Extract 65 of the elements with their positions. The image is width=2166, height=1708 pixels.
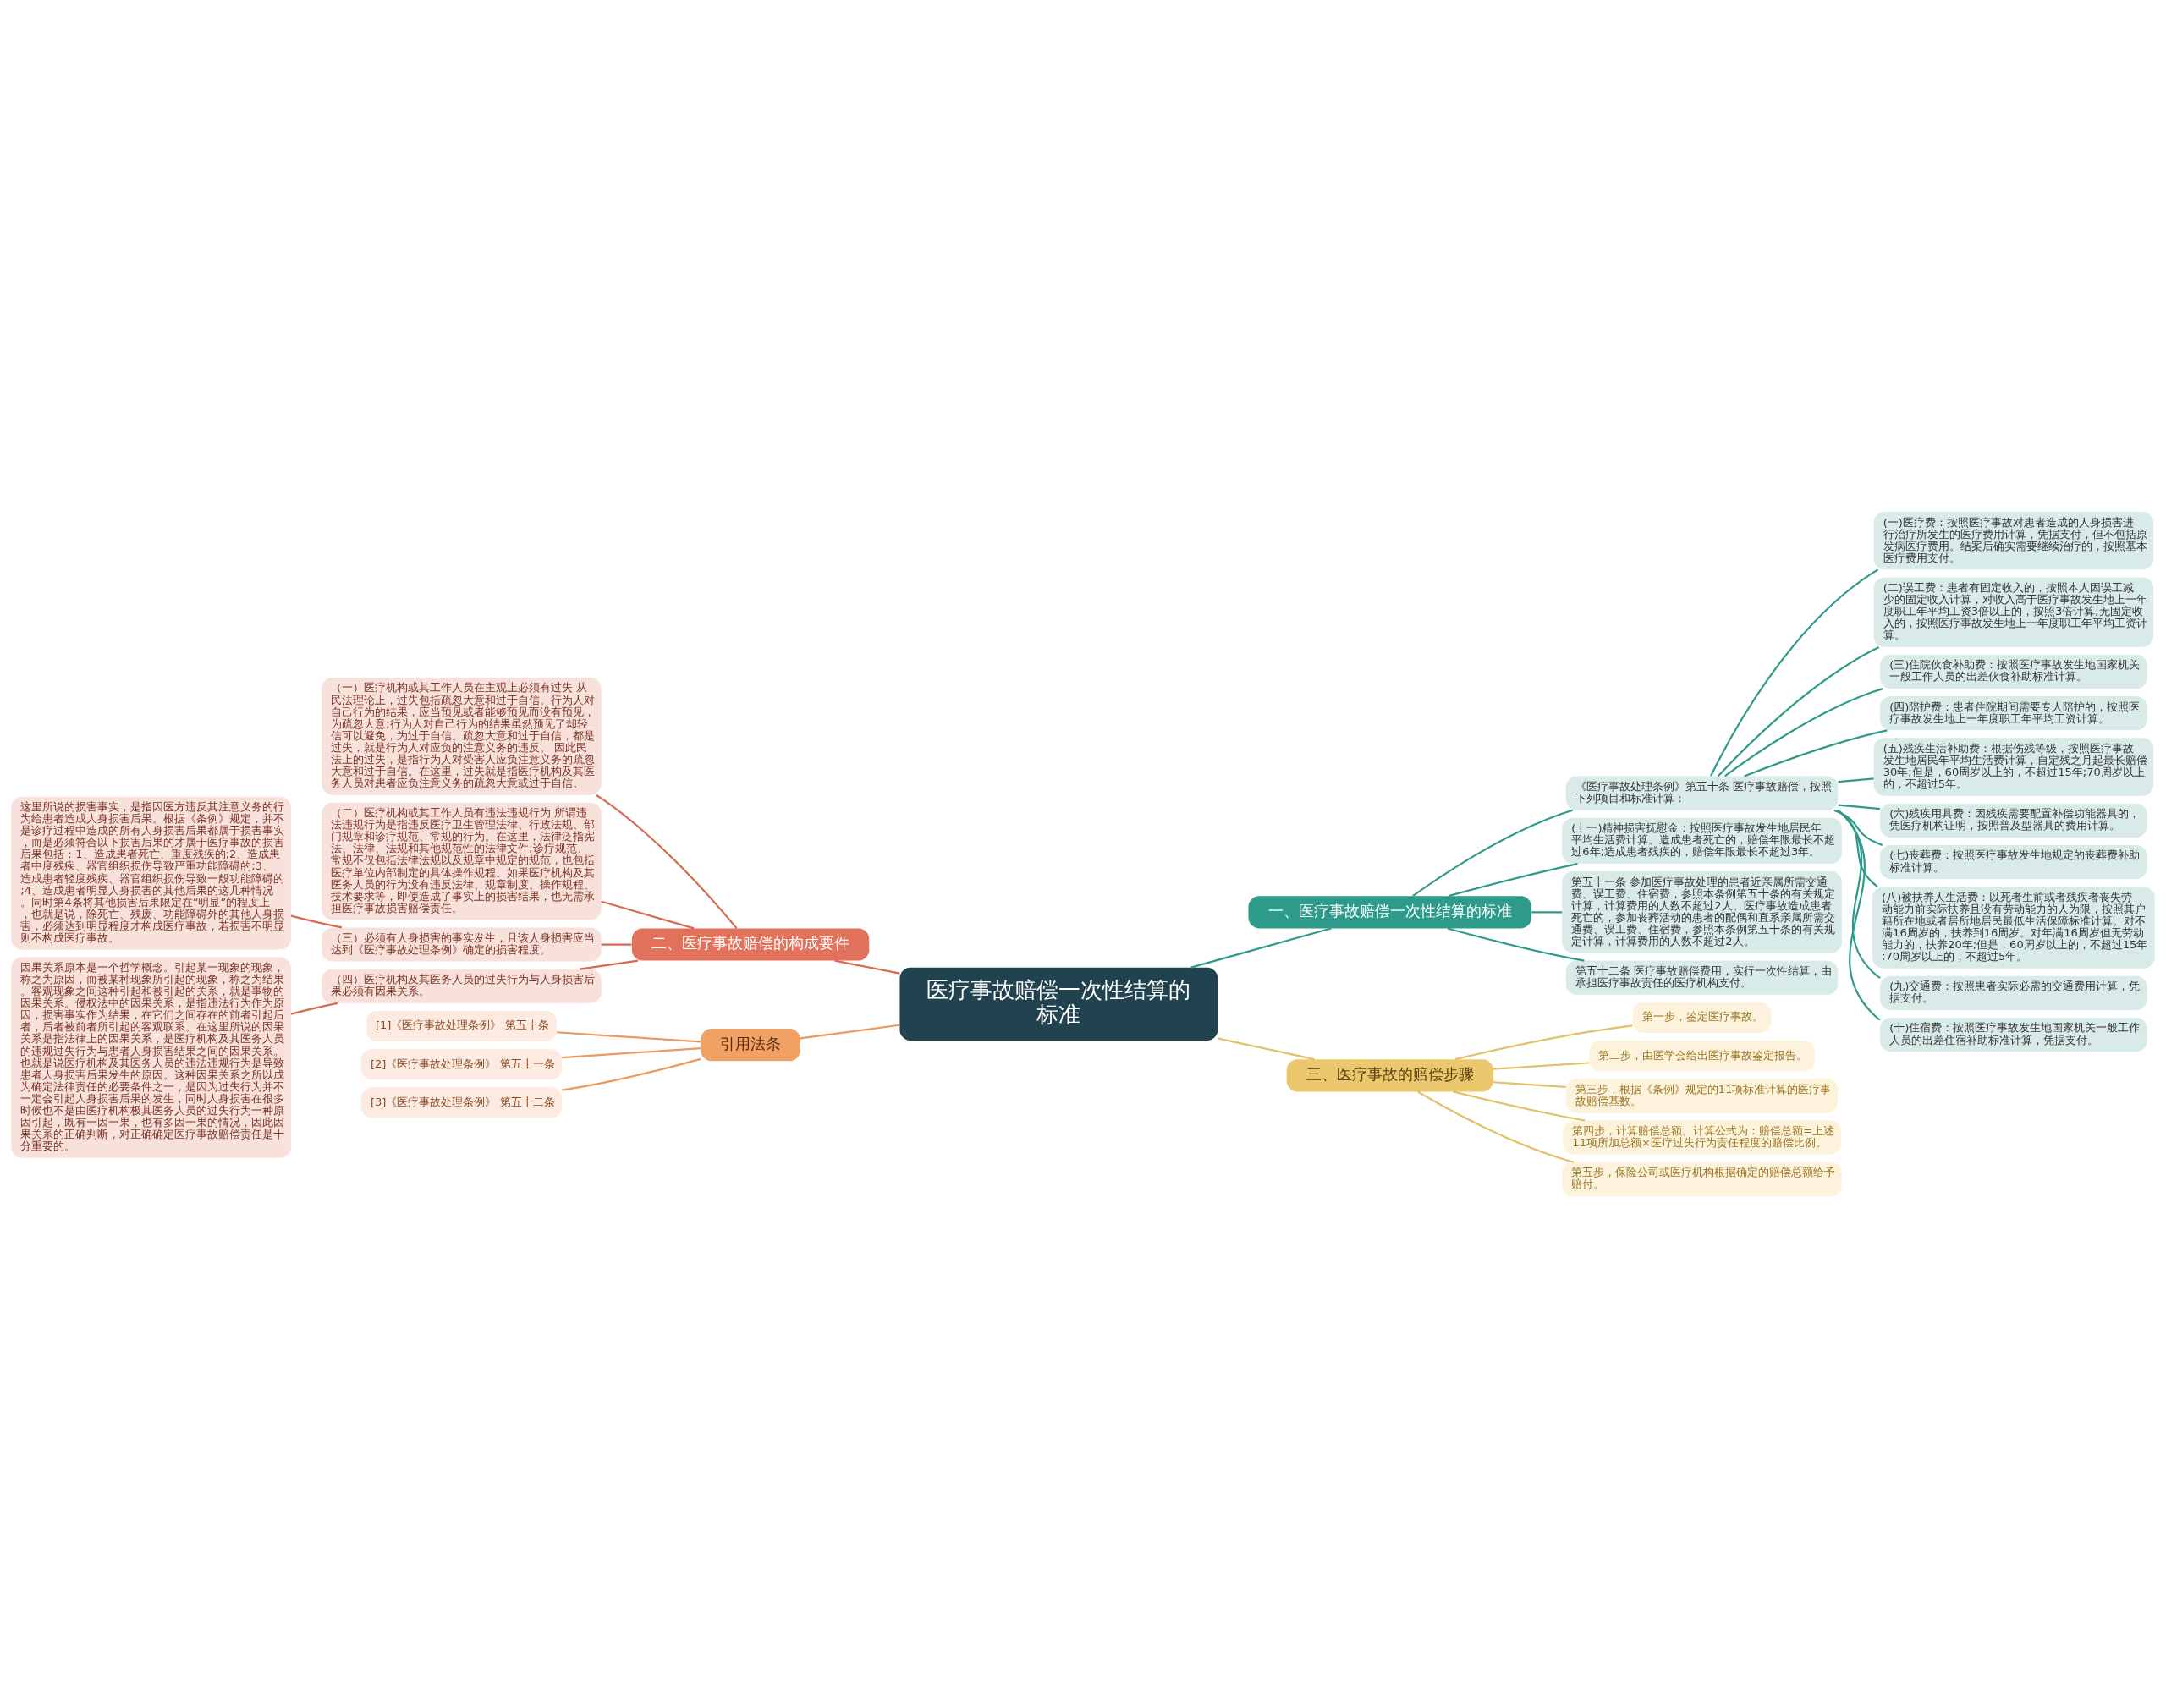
node-box: (九)交通费：按照患者实际必需的交通费用计算，凭据支付。 [1880,975,2147,1010]
connector [834,959,900,975]
node-box: 第一步，鉴定医疗事故。 [1632,1002,1772,1034]
node-box: 引用法条 [701,1029,800,1062]
connector [1448,863,1578,898]
connector [562,1057,701,1091]
connector [1724,688,1883,777]
connector [1454,1024,1633,1061]
node-box: 一、医疗事故赔偿一次性结算的标准 [1248,896,1532,929]
node-box: (八)被扶养人生活费：以死者生前或者残疾者丧失劳动能力前实际扶养且没有劳动能力的人为限，按照其户籍所在地或者居所地居民最低生活保障标准计算。对不满16周岁的，扶养到16周岁。对年满16周岁但无劳动能力的，扶养20年;但是，60周岁以上的，不超过15年;70周岁以上的，不超过5年。 [1872,887,2155,969]
connector [562,1046,701,1059]
node-box: (十一)精神损害抚慰金：按照医疗事故发生地居民年平均生活费计算。造成患者死亡的，赔偿年限最长不超过6年;造成患者残疾的，赔偿年限最长不超过3年。 [1562,817,1842,865]
node-box: 第三步，根据《条例》规定的11项标准计算的医疗事故赔偿基数。 [1565,1079,1839,1113]
node-box: 二、医疗事故赔偿的构成要件 [631,928,870,961]
connector [1531,911,1563,914]
connector [1838,777,1874,783]
connector [1493,1081,1566,1088]
connector [601,900,695,930]
node-box: (三)住院伙食补助费：按照医疗事故发生地国家机关一般工作人员的出差伙食补助标准计算。 [1880,654,2147,689]
connector [1710,568,1879,777]
connector [1190,927,1332,969]
node-box: (十)住宿费：按照医疗事故发生地国家机关一般工作人员的出差住宿补助标准计算，凭据支付。 [1880,1017,2147,1052]
node-box: 第二步，由医学会给出医疗事故鉴定报告。 [1589,1041,1815,1072]
connector [800,1024,900,1040]
connector [290,914,343,929]
node-box: (七)丧葬费：按照医疗事故发生地规定的丧葬费补助标准计算。 [1880,844,2147,880]
connector [1837,809,1881,1021]
connector [601,943,632,946]
connector [1838,804,1881,810]
node-box: 第五十二条 医疗事故赔偿费用，实行一次性结算，由承担医疗事故责任的医疗机构支付。 [1565,960,1839,995]
node-box: 第五步，保险公司或医疗机构根据确定的赔偿总额给予赔付。 [1562,1162,1842,1196]
connector [1412,809,1574,897]
connector [1744,729,1888,777]
node-box: [2]《医疗事故处理条例》 第五十一条 [360,1049,562,1080]
connector [290,1002,338,1015]
node-box: 因果关系原本是一个哲学概念。引起某一现象的现象，称之为原因，而被某种现象所引起的现象，称之为结果。客观现象之间这种引起和被引起的关系，就是事物的因果关系。侵权法中的因果关系，是指违法行为作为原因，损害事实作为结果，在它们之间存在的前者引起后者，后者被前者所引起的客观联系。在这里所说的因果关系是指法律上的因果关系，是医疗机构及其医务人员的违规过失行为与患者人身损害结果之间的因果关系。也就是说医疗机构及其医务人员的违法违规行为是导致患者人身损害后果发生的原因。这种因果关系之所以成为确定法律责任的必要条件之一，是因为过失行为并不一定会引起人身损害后果的发生，同时人身损害在很多时候也不是由医疗机构极其医务人员的过失行为一种原因引起，既有一因一果，也有多因一果的情况，因此因果关系的正确判断，对正确确定医疗事故赔偿责任是十分重要的。 [11,957,291,1158]
node-box: 三、医疗事故的赔偿步骤 [1286,1059,1493,1092]
connector [1833,809,1883,846]
connector [1837,809,1881,980]
node-box: [3]《医疗事故处理条例》 第五十二条 [360,1087,562,1118]
node-box: （三）必须有人身损害的事实发生，且该人身损害应当达到《医疗事故处理条例》确定的损害程度。 [322,927,602,962]
connector [1416,1090,1575,1163]
node-box: [1]《医疗事故处理条例》 第五十条 [366,1010,557,1042]
connector [1717,645,1880,777]
node-box: 这里所说的损害事实，是指因医方违反其注意义务的行为给患者造成人身损害后果。根据《条例》规定，并不是诊疗过程中造成的所有人身损害后果都属于损害事实，而是必须符合以下损害后果的才属于医疗事故的损害后果包括：1、造成患者死亡、重度残疾的;2、造成患者中度残疾、器官组织损伤导致严重功能障碍的;3、造成患者轻度残疾、器官组织损伤导致一般功能障碍的;4、造成患者明显人身损害的其他后果的这几种情况。同时第4条将其他损害后果限定在“明显”的程度上，也就是说，除死亡、残废、功能障碍外的其他人身损害，必须达到明显程度才构成医疗事故，若损害不明显则不构成医疗事故。 [11,796,291,950]
node-box: （四）医疗机构及其医务人员的过失行为与人身损害后果必须有因果关系。 [322,969,602,1003]
node-box: (四)陪护费：患者住院期间需要专人陪护的，按照医疗事故发生地上一年度职工年平均工资计算。 [1880,696,2147,731]
node-box: 医疗事故赔偿一次性结算的标准 [899,967,1218,1041]
connector [596,794,738,930]
connector [557,1031,701,1043]
connector [1493,1062,1590,1070]
node-box: (五)残疾生活补助费：根据伤残等级，按照医疗事故发生地居民年平均生活费计算，自定残之月起最长赔偿30年;但是，60周岁以上的，不超过15年;70周岁以上的，不超过5年。 [1873,738,2154,796]
node-box: 第五十一条 参加医疗事故处理的患者近亲属所需交通费、误工费、住宿费，参照本条例第五十条的有关规定计算，计算费用的人数不超过2人。医疗事故造成患者死亡的，参加丧葬活动的患者的配偶和直系亲属所需交通费、误工费、住宿费，参照本条例第五十条的有关规定计算，计算费用的人数不超过2人。 [1562,871,1842,953]
connector [1453,1090,1586,1122]
connector [579,959,639,970]
connector [1836,809,1878,887]
node-box: （一）医疗机构或其工作人员在主观上必须有过失 从民法理论上，过失包括疏忽大意和过于自信。行为人对自己行为的结果，应当预见或者能够预见而没有预见，为疏忽大意;行为人对自己行为的结果虽然预见了却轻信可以避免，为过于自信。疏忽大意和过于自信，都是过失，就是行为人对应负的注意义务的违反。 因此民法上的过失，是指行为人对受害人应负注意义务的疏忽大意和过于自信。在这里，过失就是指医疗机构及其医务人员对患者应负注意义务的疏忽大意或过于自信。 [322,678,602,795]
node-box: (一)医疗费：按照医疗事故对患者造成的人身损害进行治疗所发生的医疗费用计算，凭据支付，但不包括原发病医疗费用。结案后确实需要继续治疗的，按照基本医疗费用支付。 [1873,512,2154,570]
connector [1218,1037,1315,1061]
node-box: 第四步，计算赔偿总额。计算公式为：赔偿总额=上述11项所加总额×医疗过失行为责任程度的赔偿比例。 [1563,1120,1841,1155]
node-box: （二）医疗机构或其工作人员有违法违规行为 所谓违法违规行为是指违反医疗卫生管理法律、行政法规、部门规章和诊疗规范、常规的行为。在这里，法律泛指宪法、法律、法规和其他规范性的法律文件;诊疗规范、常规不仅包括法律法规以及规章中规定的规范，也包括医疗单位内部制定的具体操作规程。如果医疗机构及其医务人员的行为没有违反法律、规章制度、操作规程、技术要求等，即使造成了事实上的损害结果，也无需承担医疗事故损害赔偿责任。 [322,802,602,920]
node-box: (六)残疾用具费：因残疾需要配置补偿功能器具的，凭医疗机构证明，按照普及型器具的费用计算。 [1880,803,2147,838]
node-box: (二)误工费：患者有固定收入的，按照本人因误工减少的固定收入计算，对收入高于医疗事故发生地上一年度职工年平均工资3倍以上的，按照3倍计算;无固定收入的，按照医疗事故发生地上一年度职工年平均工资计算。 [1873,577,2154,647]
node-box: 《医疗事故处理条例》第五十条 医疗事故赔偿，按照下列项目和标准计算： [1565,776,1839,810]
connector [1447,927,1585,962]
